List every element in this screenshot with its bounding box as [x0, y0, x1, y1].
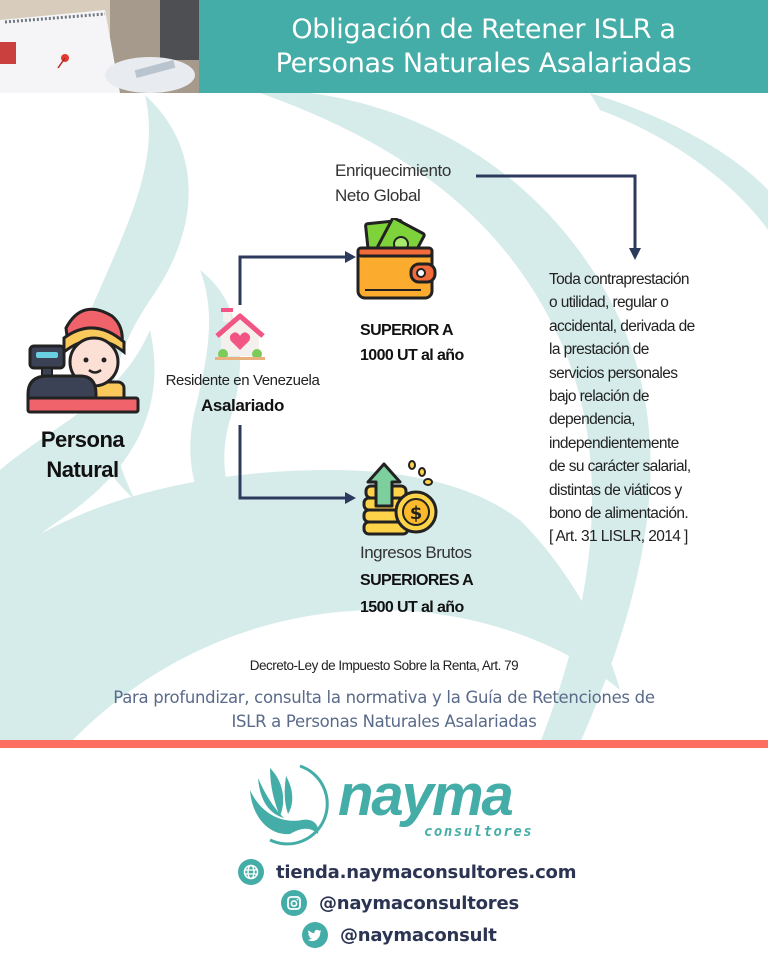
superior-1000-label: SUPERIOR A 1000 UT al año	[360, 318, 464, 368]
enriquecimiento-line2: Neto Global	[335, 186, 421, 205]
ingresos-brutos-caption: Ingresos Brutos	[360, 543, 472, 562]
instagram-icon	[281, 890, 307, 916]
twitter-icon	[302, 922, 328, 948]
page-title-line1: Obligación de Retener ISLR a	[291, 13, 676, 45]
decreto-reference: Decreto-Ley de Impuesto Sobre la Renta, …	[249, 658, 519, 673]
asalariado-label: Asalariado	[201, 396, 284, 415]
contact-instagram[interactable]: @naymaconsultores	[281, 890, 519, 916]
page-title-line2: Personas Naturales Asalariadas	[275, 47, 692, 79]
brand-subtitle: consultores	[424, 824, 534, 840]
contact-twitter[interactable]: @naymaconsult	[302, 922, 497, 948]
superiores-1500-label: SUPERIORES A 1500 UT al año	[360, 567, 474, 621]
definition-line: independientemente	[549, 434, 679, 452]
wallet-money-icon	[356, 218, 437, 300]
definition-line: de su carácter salarial,	[549, 458, 691, 476]
definition-line: o utilidad, regular o	[549, 294, 669, 312]
persona-label-line2: Natural	[46, 457, 119, 482]
brand-name: nayma	[338, 763, 514, 828]
definition-line: Toda contraprestación	[549, 271, 690, 288]
superior-line2: 1000 UT al año	[360, 347, 464, 364]
definition-line: la prestación de	[549, 341, 649, 359]
residente-text: Residente en Venezuela	[165, 372, 320, 389]
persona-label-line1: Persona	[40, 427, 125, 452]
profundizar-line1: Para profundizar, consulta la normativa …	[113, 688, 655, 707]
profundizar-line2: ISLR a Personas Naturales Asalariadas	[231, 712, 537, 731]
calendar-photo	[0, 0, 199, 93]
definition-text: Toda contraprestación o utilidad, regula…	[549, 268, 739, 549]
profundizar-note: Para profundizar, consulta la normativa …	[40, 686, 728, 734]
superiores-line2: 1500 UT al año	[360, 599, 464, 616]
definition-line: distintas de viáticos y	[549, 481, 682, 499]
enriquecimiento-line1: Enriquecimiento	[335, 161, 451, 180]
definition-line: bajo relación de	[549, 388, 649, 406]
globe-icon	[238, 859, 264, 885]
enriquecimiento-caption: Enriquecimiento Neto Global	[335, 158, 451, 208]
svg-text:$: $	[410, 503, 423, 524]
website-link[interactable]: tienda.naymaconsultores.com	[276, 861, 577, 883]
phoenix-logo-icon	[250, 764, 329, 846]
definition-line: dependencia,	[549, 411, 635, 429]
definition-line: bono de alimentación.	[549, 505, 689, 523]
instagram-handle[interactable]: @naymaconsultores	[319, 892, 519, 914]
cashier-person-icon	[26, 307, 140, 414]
divider-bar	[0, 740, 768, 748]
definition-line: servicios personales	[549, 364, 678, 382]
house-heart-icon	[215, 308, 265, 360]
definition-line: accidental, derivada de	[549, 317, 695, 335]
superior-line1: SUPERIOR A	[360, 322, 454, 339]
coins-growth-icon: $	[362, 460, 438, 536]
contact-website[interactable]: tienda.naymaconsultores.com	[238, 859, 576, 885]
header-title-band: Obligación de Retener ISLR a Personas Na…	[199, 0, 768, 93]
header: Obligación de Retener ISLR a Personas Na…	[0, 0, 768, 93]
flow-arrows	[238, 174, 641, 504]
calendar-icon	[0, 0, 199, 93]
definition-citation: [ Art. 31 LISLR, 2014 ]	[549, 528, 688, 546]
twitter-handle[interactable]: @naymaconsult	[340, 924, 497, 946]
persona-natural-label: Persona Natural	[20, 425, 145, 485]
nayma-logo: nayma consultores	[240, 762, 534, 846]
superiores-line1: SUPERIORES A	[360, 572, 474, 589]
